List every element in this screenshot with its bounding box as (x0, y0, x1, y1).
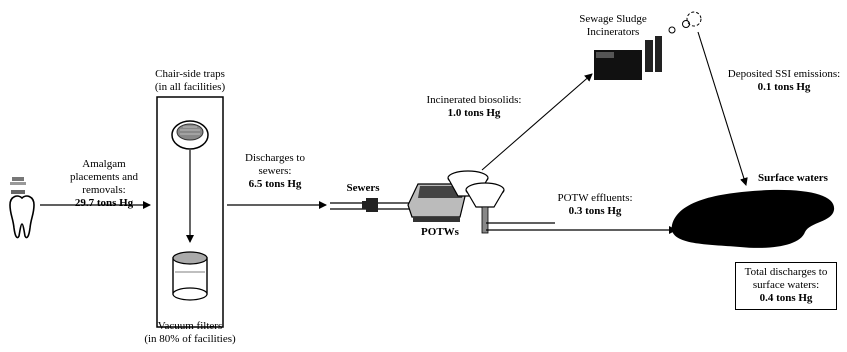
chair-side-traps-label: Chair-side traps (in all facilities) (154, 68, 226, 93)
surface-water-body (671, 189, 835, 248)
incinerator-icon (594, 36, 662, 80)
sewer-pipe-icon (330, 198, 410, 212)
arrow-incinerated (481, 73, 593, 171)
smoke-icon (668, 11, 702, 34)
potw-plant-icon (407, 170, 505, 234)
discharges-value: 6.5 tons Hg (248, 178, 302, 190)
total-discharges-value: 0.4 tons Hg (759, 292, 813, 304)
amalgam-label: Amalgam placements and removals: 29.7 to… (69, 158, 139, 209)
surface-waters-label: Surface waters (758, 172, 828, 184)
effluents-value: 0.3 tons Hg (568, 205, 622, 217)
tooth-icon (9, 195, 35, 239)
discharges-to-sewers-label: Discharges to sewers: 6.5 tons Hg (245, 152, 305, 190)
chair-side-trap-icon (171, 120, 209, 150)
incinerated-value: 1.0 tons Hg (447, 107, 501, 119)
vacuum-filter-icon (172, 251, 208, 301)
amalgam-value: 29.7 tons Hg (74, 197, 134, 209)
vacuum-filters-label: Vacuum filters (in 80% of facilities) (144, 320, 236, 345)
total-discharges-box: Total discharges to surface waters: 0.4 … (735, 262, 837, 310)
filling-fragments-icon (10, 177, 26, 194)
deposited-ssi-emissions-label: Deposited SSI emissions: 0.1 tons Hg (727, 68, 841, 93)
sewage-sludge-incinerators-label: Sewage Sludge Incinerators (579, 13, 647, 38)
sewers-label: Sewers (346, 182, 380, 194)
deposited-value: 0.1 tons Hg (757, 81, 811, 93)
potws-label: POTWs (421, 226, 459, 238)
incinerated-biosolids-label: Incinerated biosolids: 1.0 tons Hg (426, 94, 522, 119)
potw-effluents-label: POTW effluents: 0.3 tons Hg (557, 192, 633, 217)
arrow-deposited (697, 31, 748, 186)
